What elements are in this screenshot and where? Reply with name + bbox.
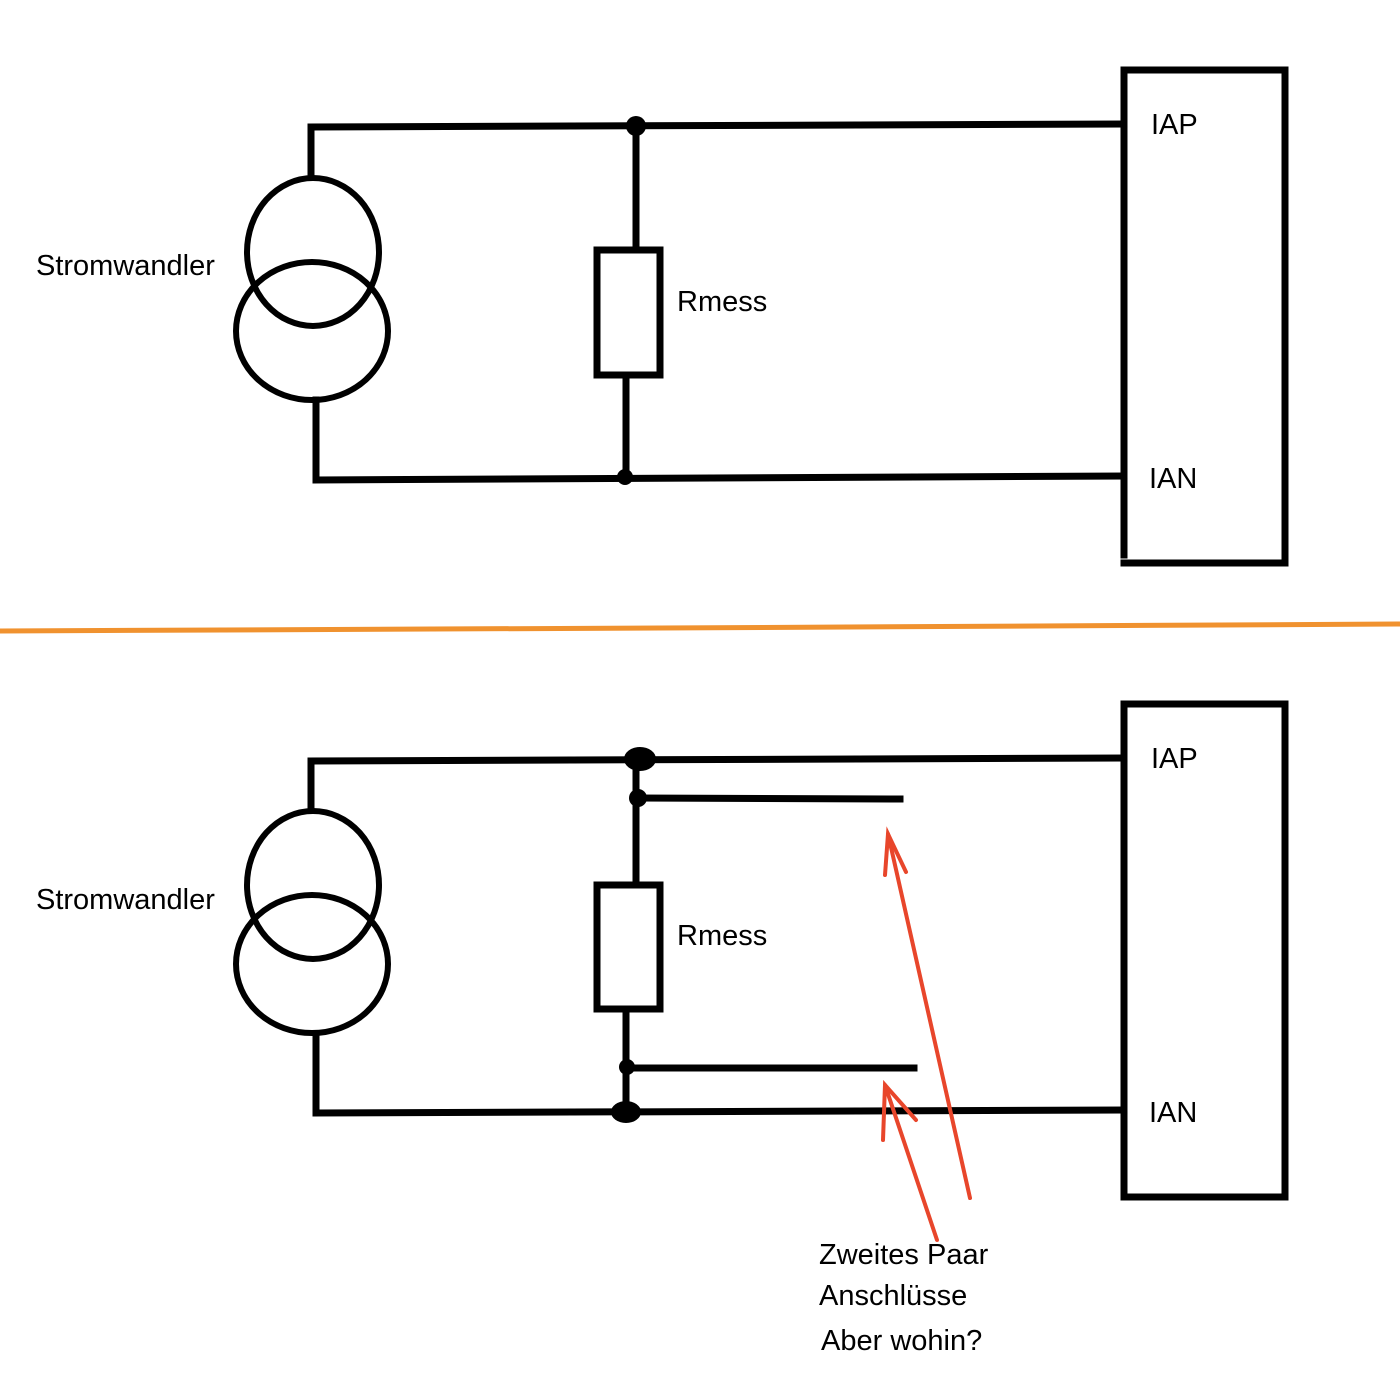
arrow-upper-head [883,826,908,877]
bottom-resistor [593,881,664,1013]
bottom-pin-iap: IAP [1151,743,1198,775]
second-positive-junction [629,789,647,807]
section-divider [0,621,1400,634]
bottom-device-box [1120,700,1289,1201]
bottom-transformer-coil-upper [244,808,382,962]
bottom-junction-lower [611,1101,641,1123]
second-positive-stub [632,794,904,803]
top-device-box [1120,66,1289,567]
bottom-circuit [233,700,1289,1201]
top-pin-iap: IAP [1151,109,1198,141]
annotation-line-3: Aber wohin? [821,1325,983,1357]
top-junction-lower [617,469,633,485]
top-resistor-label: Rmess [677,286,768,318]
arrow-lower-head [881,1079,918,1142]
bottom-negative-wire [312,1031,1128,1117]
bottom-resistor-label: Rmess [677,920,768,952]
annotation-line-2: Anschlüsse [819,1280,968,1312]
annotation-line-1: Zweites Paar [819,1239,989,1271]
bottom-transformer-coil-lower [233,892,391,1036]
top-pin-ian: IAN [1149,463,1198,495]
bottom-pin-ian: IAN [1149,1097,1198,1129]
top-transformer-label: Stromwandler [36,250,215,282]
top-junction-upper [626,116,646,136]
bottom-positive-wire [307,754,1128,814]
top-transformer-coil-lower [233,259,391,403]
top-negative-wire [312,396,1128,484]
top-circuit [233,66,1289,567]
annotation-arrows [881,826,972,1242]
top-positive-wire [307,120,1128,181]
second-negative-junction [619,1059,635,1075]
arrow-lower-shaft [883,1083,939,1242]
bottom-junction-upper [624,747,656,771]
bottom-transformer-label: Stromwandler [36,884,215,916]
top-resistor [593,246,664,379]
top-transformer-coil-upper [244,175,382,329]
arrow-upper-shaft [886,832,972,1200]
